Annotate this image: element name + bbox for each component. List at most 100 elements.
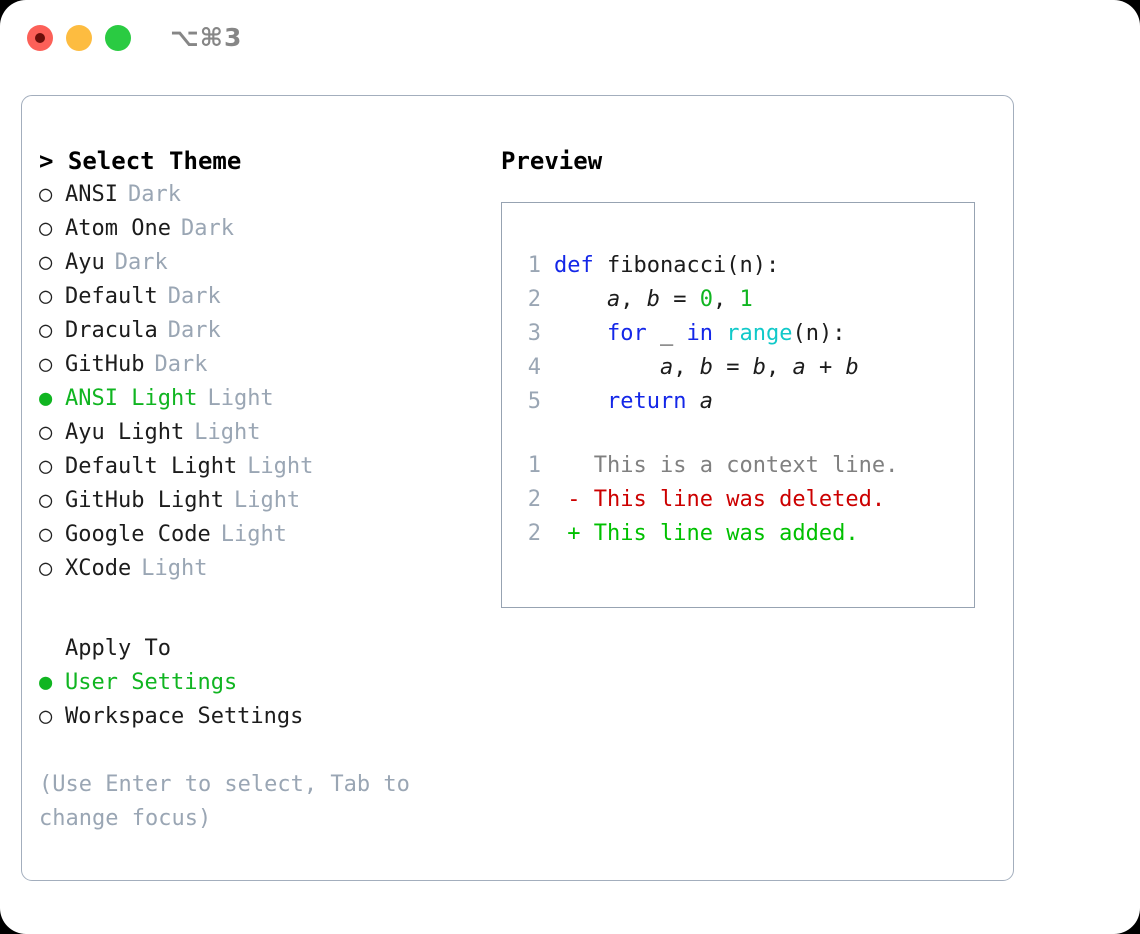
theme-variant-tag: Light [141,556,208,581]
code-token [686,389,699,414]
theme-name: Ayu [65,250,105,275]
code-token: range [726,321,793,346]
code-token: 0 [699,287,713,312]
radio-unselected-icon: ○ [39,318,53,343]
radio-unselected-icon: ○ [39,522,53,547]
theme-list-item[interactable]: ○ GitHub Dark [39,348,479,382]
theme-variant-tag: Light [233,488,301,513]
code-line: 2 a, b = 0, 1 [502,283,974,317]
code-token [554,321,607,346]
close-button[interactable] [27,25,53,51]
code-token: for [606,321,647,346]
code-token: _ [646,321,687,346]
theme-variant-tag: Dark [167,284,221,309]
code-token [594,253,607,278]
code-token: = [659,287,700,312]
line-number: 2 [527,521,541,546]
theme-variant-tag: Dark [180,216,234,241]
line-number: 2 [527,287,541,312]
theme-name: Ayu Light [65,420,185,445]
radio-unselected-icon: ○ [39,216,53,241]
keyboard-shortcut-label: ⌥⌘3 [170,23,243,52]
diff-marker [554,453,594,478]
code-line: 5 return a [502,385,974,419]
apply-to-label: User Settings [65,670,238,695]
code-token [554,389,607,414]
diff-text: This line was added. [593,521,859,546]
section-spacer [39,586,479,632]
code-token: b [752,355,766,380]
code-token [554,355,660,380]
theme-picker-title: > Select Theme [39,147,242,175]
theme-variant-tag: Light [207,386,274,411]
code-token: , [620,287,647,312]
window-titlebar: ⌥⌘3 [0,0,1140,78]
code-token: 1 [739,287,753,312]
maximize-button[interactable] [105,25,131,51]
diff-text: This line was deleted. [593,487,886,512]
code-token: b [646,287,660,312]
theme-name: Dracula [65,318,158,343]
radio-unselected-icon: ○ [39,284,53,309]
code-line: 3 for _ in range(n): [502,317,974,351]
theme-variant-tag: Dark [154,352,208,377]
theme-name: ANSI Light [65,386,198,411]
theme-list-item[interactable]: ○ Google Code Light [39,518,479,552]
radio-unselected-icon: ○ [39,352,53,377]
radio-unselected-icon: ○ [39,182,53,207]
radio-selected-icon: ● [39,670,53,695]
diff-spacer [502,419,974,449]
code-token: , [712,287,740,312]
diff-sample: 1 This is a context line. 2 - This line w… [502,449,974,551]
code-token: fibonacci(n): [607,253,780,278]
theme-name: GitHub [65,352,145,377]
theme-variant-tag: Light [220,522,287,547]
apply-to-item[interactable]: ○Workspace Settings [39,700,479,734]
code-token: (n): [792,321,846,346]
code-line: 4 a, b = b, a + b [502,351,974,385]
diff-line: 2 + This line was added. [502,517,974,551]
diff-line: 1 This is a context line. [502,449,974,483]
preview-title: Preview [501,147,603,175]
traffic-lights [27,25,131,51]
code-token: a [659,355,674,380]
minimize-button[interactable] [66,25,92,51]
diff-text: This is a context line. [593,453,899,478]
diff-marker: - [554,487,594,512]
theme-list-item[interactable]: ● ANSI Light Light [39,382,479,416]
theme-variant-tag: Dark [127,182,181,207]
radio-selected-icon: ● [39,386,53,411]
code-token: + [805,355,846,380]
code-token [713,321,726,346]
radio-unselected-icon: ○ [39,704,53,729]
code-token: a [699,389,713,414]
code-token [554,287,607,312]
theme-name: GitHub Light [65,488,224,513]
line-number: 4 [527,355,541,380]
theme-name: Google Code [65,522,211,547]
code-token: in [686,321,713,346]
apply-to-item[interactable]: ● User Settings [39,666,479,700]
radio-unselected-icon: ○ [39,420,53,445]
line-number: 1 [527,253,541,278]
theme-name: XCode [65,556,132,581]
line-number: 5 [527,389,541,414]
line-number: 2 [527,487,541,512]
code-token: , [765,355,793,380]
code-token: , [673,355,700,380]
